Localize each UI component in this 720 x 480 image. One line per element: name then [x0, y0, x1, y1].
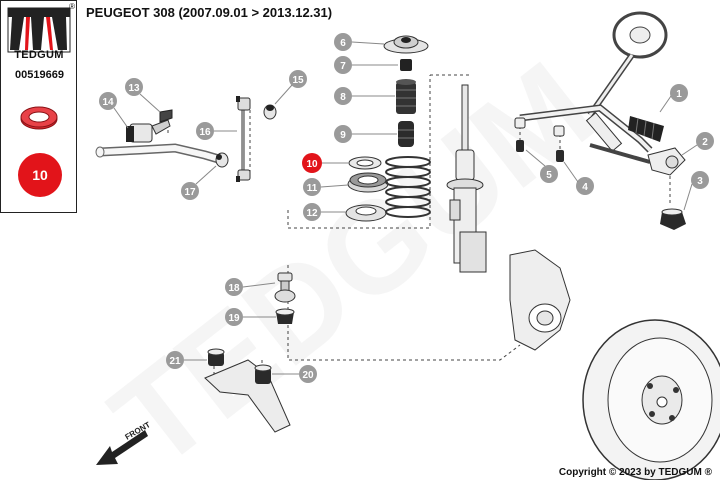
shock-absorber — [446, 84, 487, 273]
callout-1: 1 — [670, 84, 688, 102]
callout-14: 14 — [99, 92, 117, 110]
arm-bushing-rear — [254, 364, 272, 384]
callout-17: 17 — [181, 182, 199, 200]
steering-wheel — [587, 11, 668, 117]
callout-13: 13 — [125, 78, 143, 96]
spring-seat — [345, 204, 387, 222]
svg-text:9: 9 — [340, 130, 346, 141]
svg-text:11: 11 — [307, 183, 318, 194]
copyright-notice: Copyright © 2023 by TEDGUM ® — [558, 467, 712, 478]
tie-rod-dust-cap — [660, 208, 686, 230]
stabilizer-bar — [95, 143, 224, 165]
svg-text:10: 10 — [306, 159, 318, 170]
tie-rod-end — [589, 143, 686, 176]
tedgum-logo-icon — [7, 7, 71, 53]
rack-boot — [628, 116, 664, 142]
rack-bushings — [514, 117, 565, 162]
svg-text:4: 4 — [582, 182, 588, 193]
svg-text:17: 17 — [184, 187, 196, 198]
arm-bushing-front — [207, 348, 225, 366]
part-number: 00519669 — [15, 69, 64, 81]
callout-10-highlight: 10 — [302, 153, 322, 173]
svg-text:5: 5 — [546, 170, 552, 181]
callout-15: 15 — [289, 70, 307, 88]
strut-bearing — [347, 172, 389, 193]
callout-6: 6 — [334, 33, 352, 51]
callout-8: 8 — [334, 87, 352, 105]
callout-16: 16 — [196, 122, 214, 140]
callout-12: 12 — [303, 203, 321, 221]
svg-text:15: 15 — [292, 75, 304, 86]
callout-4: 4 — [576, 177, 594, 195]
top-mount — [383, 35, 429, 54]
callout-2: 2 — [696, 132, 714, 150]
callout-11: 11 — [303, 178, 321, 196]
svg-text:13: 13 — [128, 83, 140, 94]
svg-text:6: 6 — [340, 38, 346, 49]
bump-stop — [398, 121, 414, 147]
steering-knuckle — [509, 249, 571, 351]
link-bushing-top — [263, 104, 277, 120]
bump-stop-small — [400, 59, 412, 71]
svg-text:1: 1 — [676, 89, 682, 100]
coil-spring — [385, 156, 431, 218]
svg-text:14: 14 — [102, 97, 114, 108]
dust-boot — [396, 79, 416, 114]
ball-joint — [274, 272, 296, 303]
brand-name: TEDGUM — [14, 49, 64, 61]
highlight-badge: 10 — [18, 153, 62, 197]
svg-text:18: 18 — [228, 283, 240, 294]
callout-19: 19 — [225, 308, 243, 326]
washer-thumbnail-icon — [20, 106, 58, 130]
svg-text:7: 7 — [340, 61, 346, 72]
leader-lines — [113, 41, 698, 375]
stabilizer-clamp — [159, 109, 173, 123]
link-bushing-bottom — [215, 152, 229, 168]
spring-washer — [348, 156, 382, 170]
callout-5: 5 — [540, 165, 558, 183]
registered-mark: ® — [69, 2, 75, 11]
svg-text:21: 21 — [169, 356, 181, 367]
svg-text:20: 20 — [302, 370, 314, 381]
steering-rack — [519, 104, 653, 153]
callout-21: 21 — [166, 351, 184, 369]
callout-7: 7 — [334, 56, 352, 74]
svg-text:3: 3 — [697, 176, 703, 187]
callout-3: 3 — [691, 171, 709, 189]
callout-9: 9 — [334, 125, 352, 143]
stabilizer-link — [236, 96, 251, 182]
svg-text:16: 16 — [199, 127, 211, 138]
stabilizer-bushing — [126, 119, 171, 143]
ball-joint-boot — [275, 308, 295, 324]
svg-text:19: 19 — [228, 313, 240, 324]
callouts: 1 2 3 4 5 6 7 8 9 10 11 12 13 14 15 16 1… — [99, 33, 714, 383]
product-sidebar: TEDGUM ® 00519669 10 — [0, 0, 77, 213]
callout-20: 20 — [299, 365, 317, 383]
page-title: PEUGEOT 308 (2007.09.01 > 2013.12.31) — [86, 5, 333, 20]
wheel — [582, 319, 720, 480]
svg-text:12: 12 — [306, 208, 318, 219]
svg-text:8: 8 — [340, 92, 346, 103]
svg-text:2: 2 — [702, 137, 708, 148]
callout-18: 18 — [225, 278, 243, 296]
